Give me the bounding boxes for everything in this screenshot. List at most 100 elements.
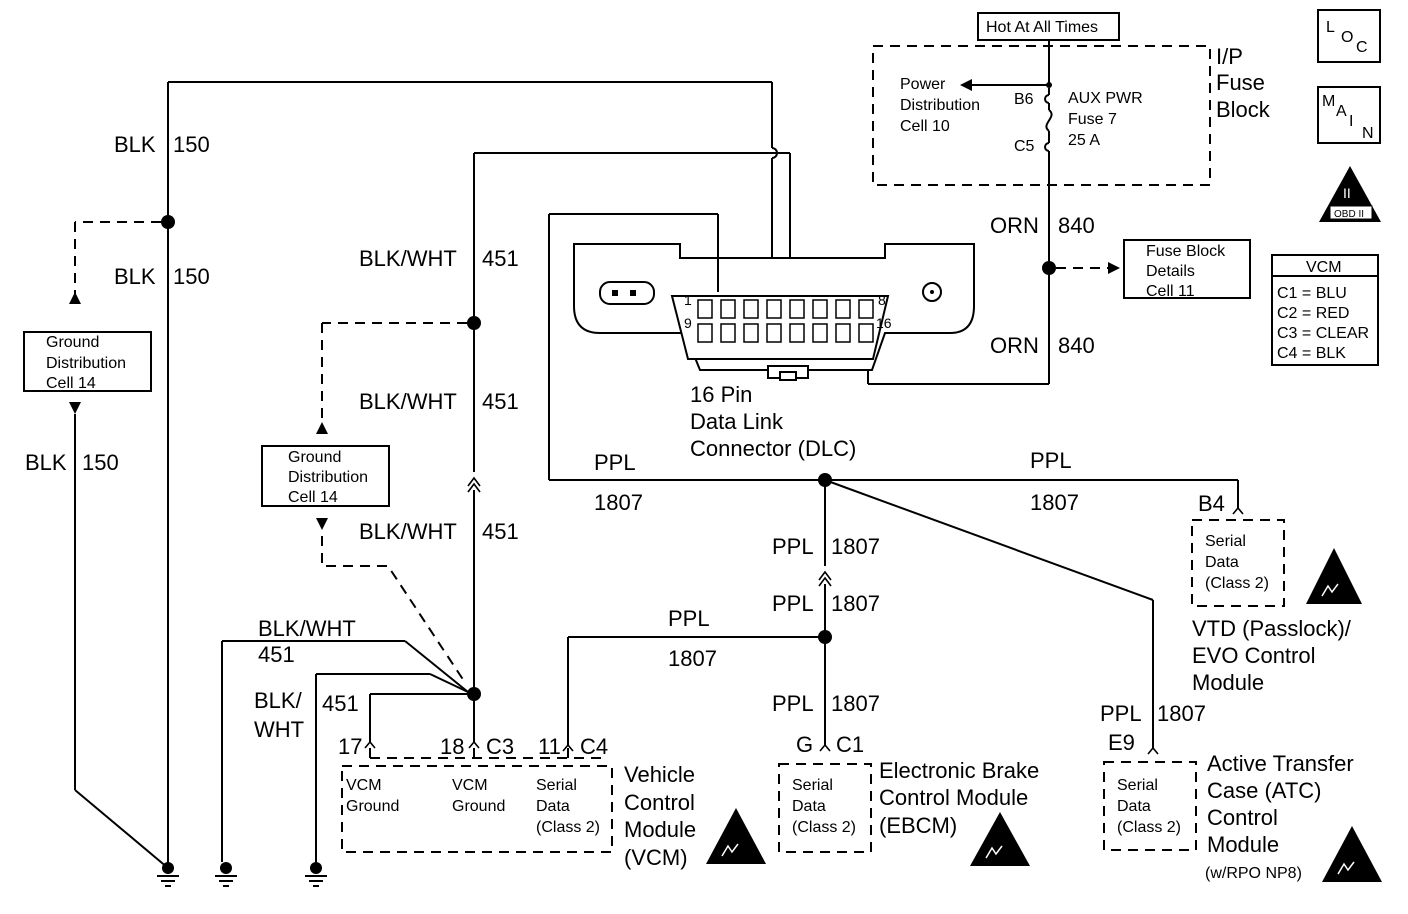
svg-text:(VCM): (VCM) bbox=[624, 845, 688, 870]
svg-text:1807: 1807 bbox=[1030, 490, 1079, 515]
svg-text:PPL: PPL bbox=[772, 691, 814, 716]
svg-text:Control Module: Control Module bbox=[879, 785, 1028, 810]
ground-distribution-box-middle[interactable]: Ground Distribution Cell 14 bbox=[261, 445, 390, 507]
svg-text:Hot At All Times: Hot At All Times bbox=[986, 19, 1098, 36]
svg-text:1807: 1807 bbox=[831, 691, 880, 716]
svg-text:Block: Block bbox=[1216, 97, 1271, 122]
vcm-connector-legend: VCM C1 = BLU C2 = RED C3 = CLEAR C4 = BL… bbox=[1271, 254, 1379, 366]
svg-text:I: I bbox=[1349, 113, 1353, 130]
svg-text:WHT: WHT bbox=[254, 717, 304, 742]
ip-fuse-block: I/P Fuse Block Power Distribution Cell 1… bbox=[872, 44, 1271, 186]
dlc-pin-cavity bbox=[789, 299, 805, 319]
svg-text:Distribution: Distribution bbox=[46, 355, 126, 372]
svg-text:Fuse 7: Fuse 7 bbox=[1068, 111, 1117, 128]
svg-text:C3 = CLEAR: C3 = CLEAR bbox=[1277, 325, 1369, 342]
svg-text:PPL: PPL bbox=[1030, 448, 1072, 473]
svg-text:Module: Module bbox=[624, 817, 696, 842]
fuse-block-details-box[interactable]: Fuse Block Details Cell 11 bbox=[1123, 239, 1251, 300]
svg-text:BLK: BLK bbox=[114, 264, 156, 289]
svg-text:C4: C4 bbox=[580, 734, 608, 759]
svg-text:Fuse Block: Fuse Block bbox=[1146, 243, 1226, 260]
svg-text:(Class 2): (Class 2) bbox=[536, 819, 600, 836]
svg-text:C: C bbox=[1356, 39, 1368, 56]
svg-text:1807: 1807 bbox=[831, 534, 880, 559]
svg-text:150: 150 bbox=[82, 450, 119, 475]
svg-text:EVO Control: EVO Control bbox=[1192, 643, 1316, 668]
svg-text:1807: 1807 bbox=[668, 646, 717, 671]
svg-text:451: 451 bbox=[482, 246, 519, 271]
svg-text:840: 840 bbox=[1058, 213, 1095, 238]
svg-text:1807: 1807 bbox=[594, 490, 643, 515]
svg-text:8: 8 bbox=[878, 292, 886, 308]
svg-text:150: 150 bbox=[173, 264, 210, 289]
svg-text:C1 = BLU: C1 = BLU bbox=[1277, 285, 1347, 302]
blk-wht-451-label-1: BLK/WHT bbox=[359, 246, 457, 271]
main-icon[interactable]: M A I N bbox=[1317, 86, 1381, 144]
svg-text:(Class 2): (Class 2) bbox=[1117, 819, 1181, 836]
svg-text:VCM: VCM bbox=[1306, 259, 1342, 276]
svg-text:Cell 10: Cell 10 bbox=[900, 118, 950, 135]
dlc-pin-cavity bbox=[835, 299, 851, 319]
hot-at-all-times-label: Hot At All Times bbox=[977, 12, 1120, 41]
svg-text:VCM: VCM bbox=[452, 777, 488, 794]
dlc-pin-cavity bbox=[858, 323, 874, 343]
obd-ii-icon: II OBD II bbox=[1319, 166, 1381, 222]
svg-text:Ground: Ground bbox=[452, 798, 505, 815]
ppl-1807-label-1: PPL bbox=[594, 450, 636, 475]
svg-text:C2 = RED: C2 = RED bbox=[1277, 305, 1349, 322]
fuse-symbol bbox=[1045, 109, 1053, 132]
svg-text:451: 451 bbox=[482, 389, 519, 414]
svg-text:Control: Control bbox=[1207, 805, 1278, 830]
svg-text:Case (ATC): Case (ATC) bbox=[1207, 778, 1322, 803]
svg-text:II: II bbox=[1343, 185, 1351, 201]
svg-text:A: A bbox=[1336, 103, 1347, 120]
ebcm-box: Serial Data (Class 2) bbox=[778, 763, 872, 853]
dlc-pin-cavity bbox=[743, 299, 759, 319]
svg-text:C3: C3 bbox=[486, 734, 514, 759]
svg-text:1: 1 bbox=[684, 292, 692, 308]
svg-text:18: 18 bbox=[440, 734, 464, 759]
svg-text:C1: C1 bbox=[836, 732, 864, 757]
svg-text:Data: Data bbox=[1205, 554, 1239, 571]
svg-text:N: N bbox=[1362, 125, 1374, 142]
svg-text:(w/RPO NP8): (w/RPO NP8) bbox=[1205, 865, 1302, 882]
svg-text:C4 = BLK: C4 = BLK bbox=[1277, 345, 1346, 362]
svg-text:Cell 11: Cell 11 bbox=[1146, 283, 1195, 300]
atc-module-label: Active Transfer bbox=[1207, 751, 1354, 776]
svg-text:BLK: BLK bbox=[25, 450, 67, 475]
svg-text:Ground: Ground bbox=[288, 449, 341, 466]
atc-module-box: Serial Data (Class 2) bbox=[1103, 761, 1197, 851]
ground-symbol-1 bbox=[157, 862, 179, 887]
ground-symbol-2 bbox=[215, 862, 237, 887]
dlc-pin-cavity bbox=[697, 323, 713, 343]
svg-text:451: 451 bbox=[322, 691, 359, 716]
loc-icon[interactable]: L O C bbox=[1317, 9, 1381, 63]
svg-text:PPL: PPL bbox=[1100, 701, 1142, 726]
dlc-pin-cavity bbox=[789, 323, 805, 343]
svg-text:Cell 14: Cell 14 bbox=[288, 489, 338, 506]
ground-symbol-3 bbox=[305, 862, 327, 887]
svg-text:25 A: 25 A bbox=[1068, 132, 1100, 149]
svg-text:Connector (DLC): Connector (DLC) bbox=[690, 436, 856, 461]
svg-text:ORN: ORN bbox=[990, 333, 1039, 358]
svg-text:G: G bbox=[796, 732, 813, 757]
svg-text:BLK/WHT: BLK/WHT bbox=[258, 616, 356, 641]
svg-text:Control: Control bbox=[624, 790, 695, 815]
svg-text:Details: Details bbox=[1146, 263, 1195, 280]
dlc-pin-cavities bbox=[697, 299, 874, 343]
svg-text:Cell 14: Cell 14 bbox=[46, 375, 96, 392]
svg-text:Serial: Serial bbox=[1205, 533, 1246, 550]
svg-text:L: L bbox=[1326, 19, 1335, 36]
esd-warning-icon bbox=[970, 812, 1030, 866]
svg-text:Ground: Ground bbox=[46, 334, 99, 351]
svg-text:Serial: Serial bbox=[792, 777, 833, 794]
svg-text:E9: E9 bbox=[1108, 730, 1135, 755]
ground-distribution-box-left[interactable]: Ground Distribution Cell 14 bbox=[23, 331, 152, 392]
svg-text:BLK/: BLK/ bbox=[254, 688, 303, 713]
esd-warning-icon bbox=[1306, 548, 1362, 604]
svg-text:Fuse: Fuse bbox=[1216, 70, 1265, 95]
vtd-module-label: VTD (Passlock)/ bbox=[1192, 616, 1352, 641]
svg-text:Module: Module bbox=[1192, 670, 1264, 695]
svg-text:Serial: Serial bbox=[1117, 777, 1158, 794]
